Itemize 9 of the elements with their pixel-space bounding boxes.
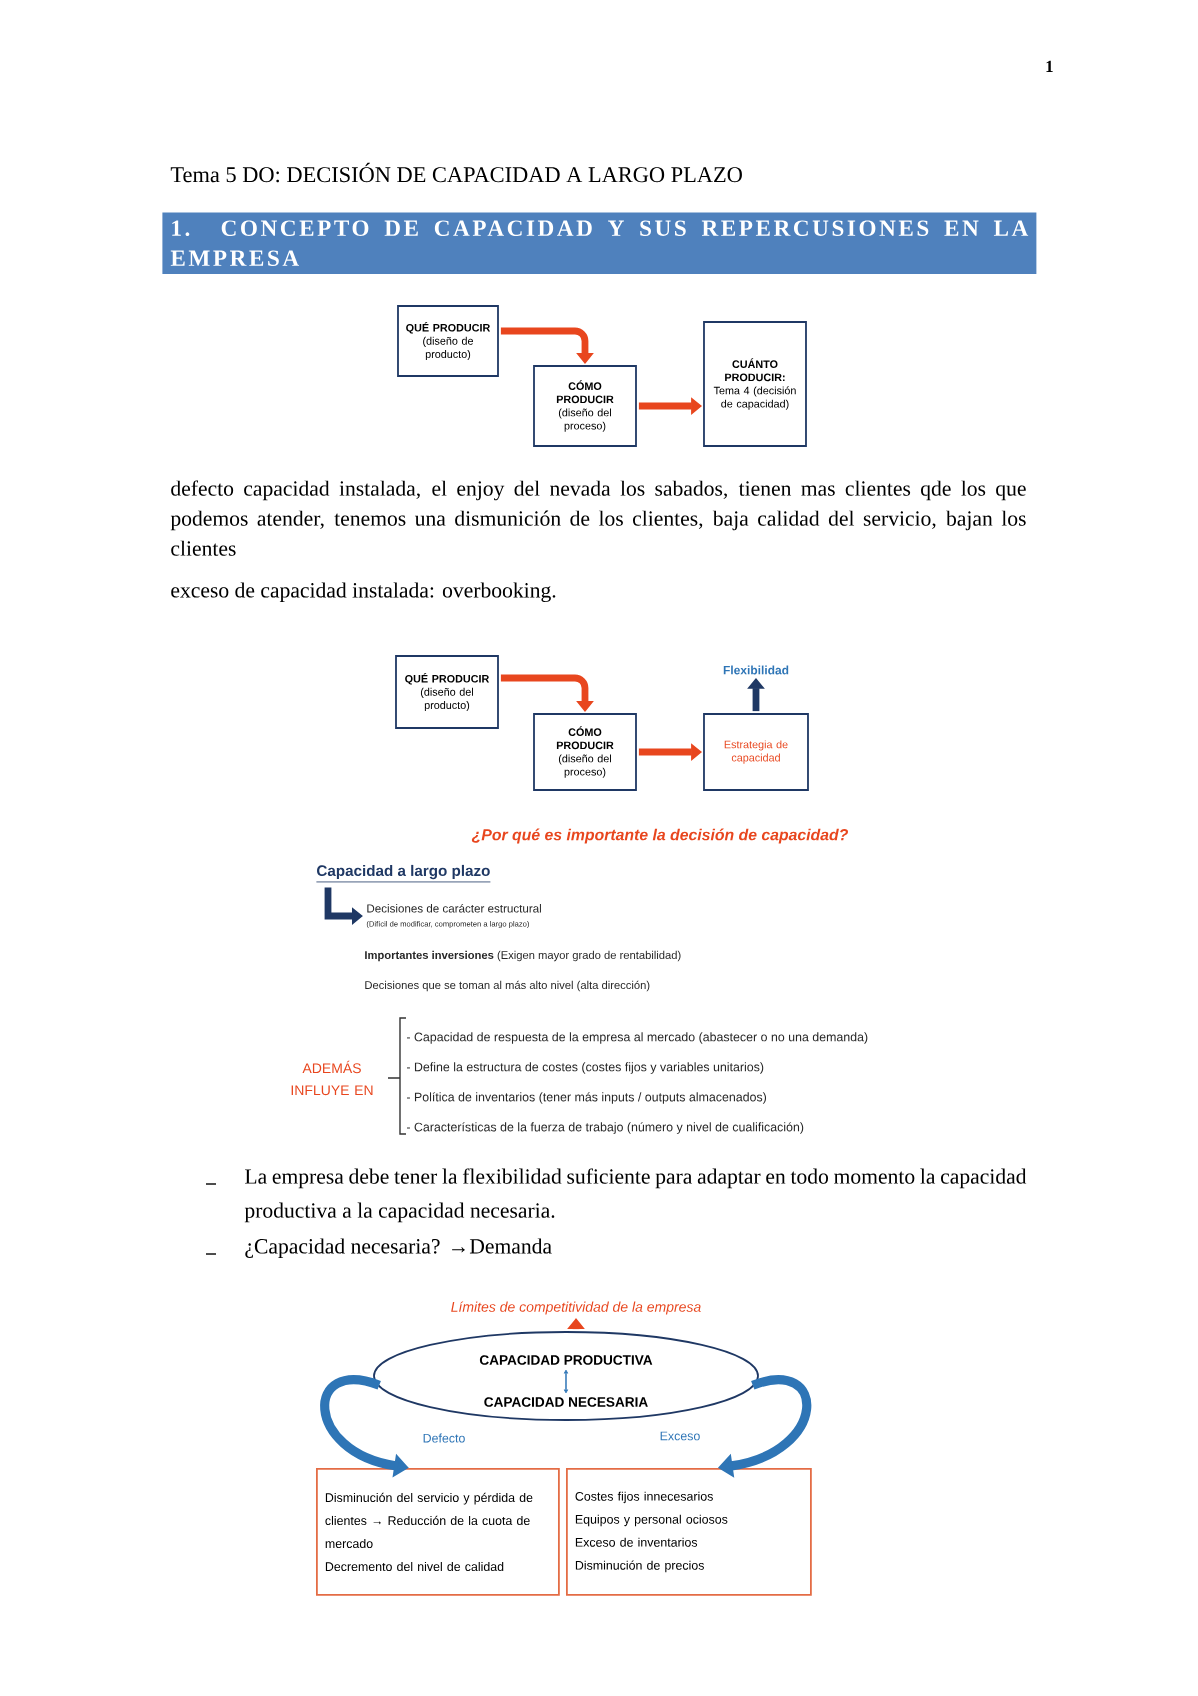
title: Tema 5 DO: DECISIÓN DE CAPACIDAD A LARGO PLAZO <box>170 162 742 183</box>
bullet-text: ¿Capacidad necesaria? →Demanda <box>245 1238 552 1258</box>
ellipse <box>373 1331 759 1421</box>
bullet-text: La empresa debe tener la flexibilidad suficiente para adaptar en todo momento la capacidad productiva a la capacidad necesaria. <box>244 1168 1027 1223</box>
paragraph: defecto capacidad instalada, el enjoy del nevada los sabados, tienen mas clientes qde los que podemos atender, tenemos una dismunición de los clientes, baja calidad del servicio, bajan los clientes <box>170 480 1026 556</box>
page-number: 1 <box>1046 60 1053 72</box>
section-heading-band: 1. CONCEPTO DE CAPACIDAD Y SUS REPERCUSIONES EN LA EMPRESA <box>162 212 1037 274</box>
paragraph: exceso de capacidad instalada: overbooking. <box>171 582 556 603</box>
double-arrow <box>563 1369 569 1394</box>
